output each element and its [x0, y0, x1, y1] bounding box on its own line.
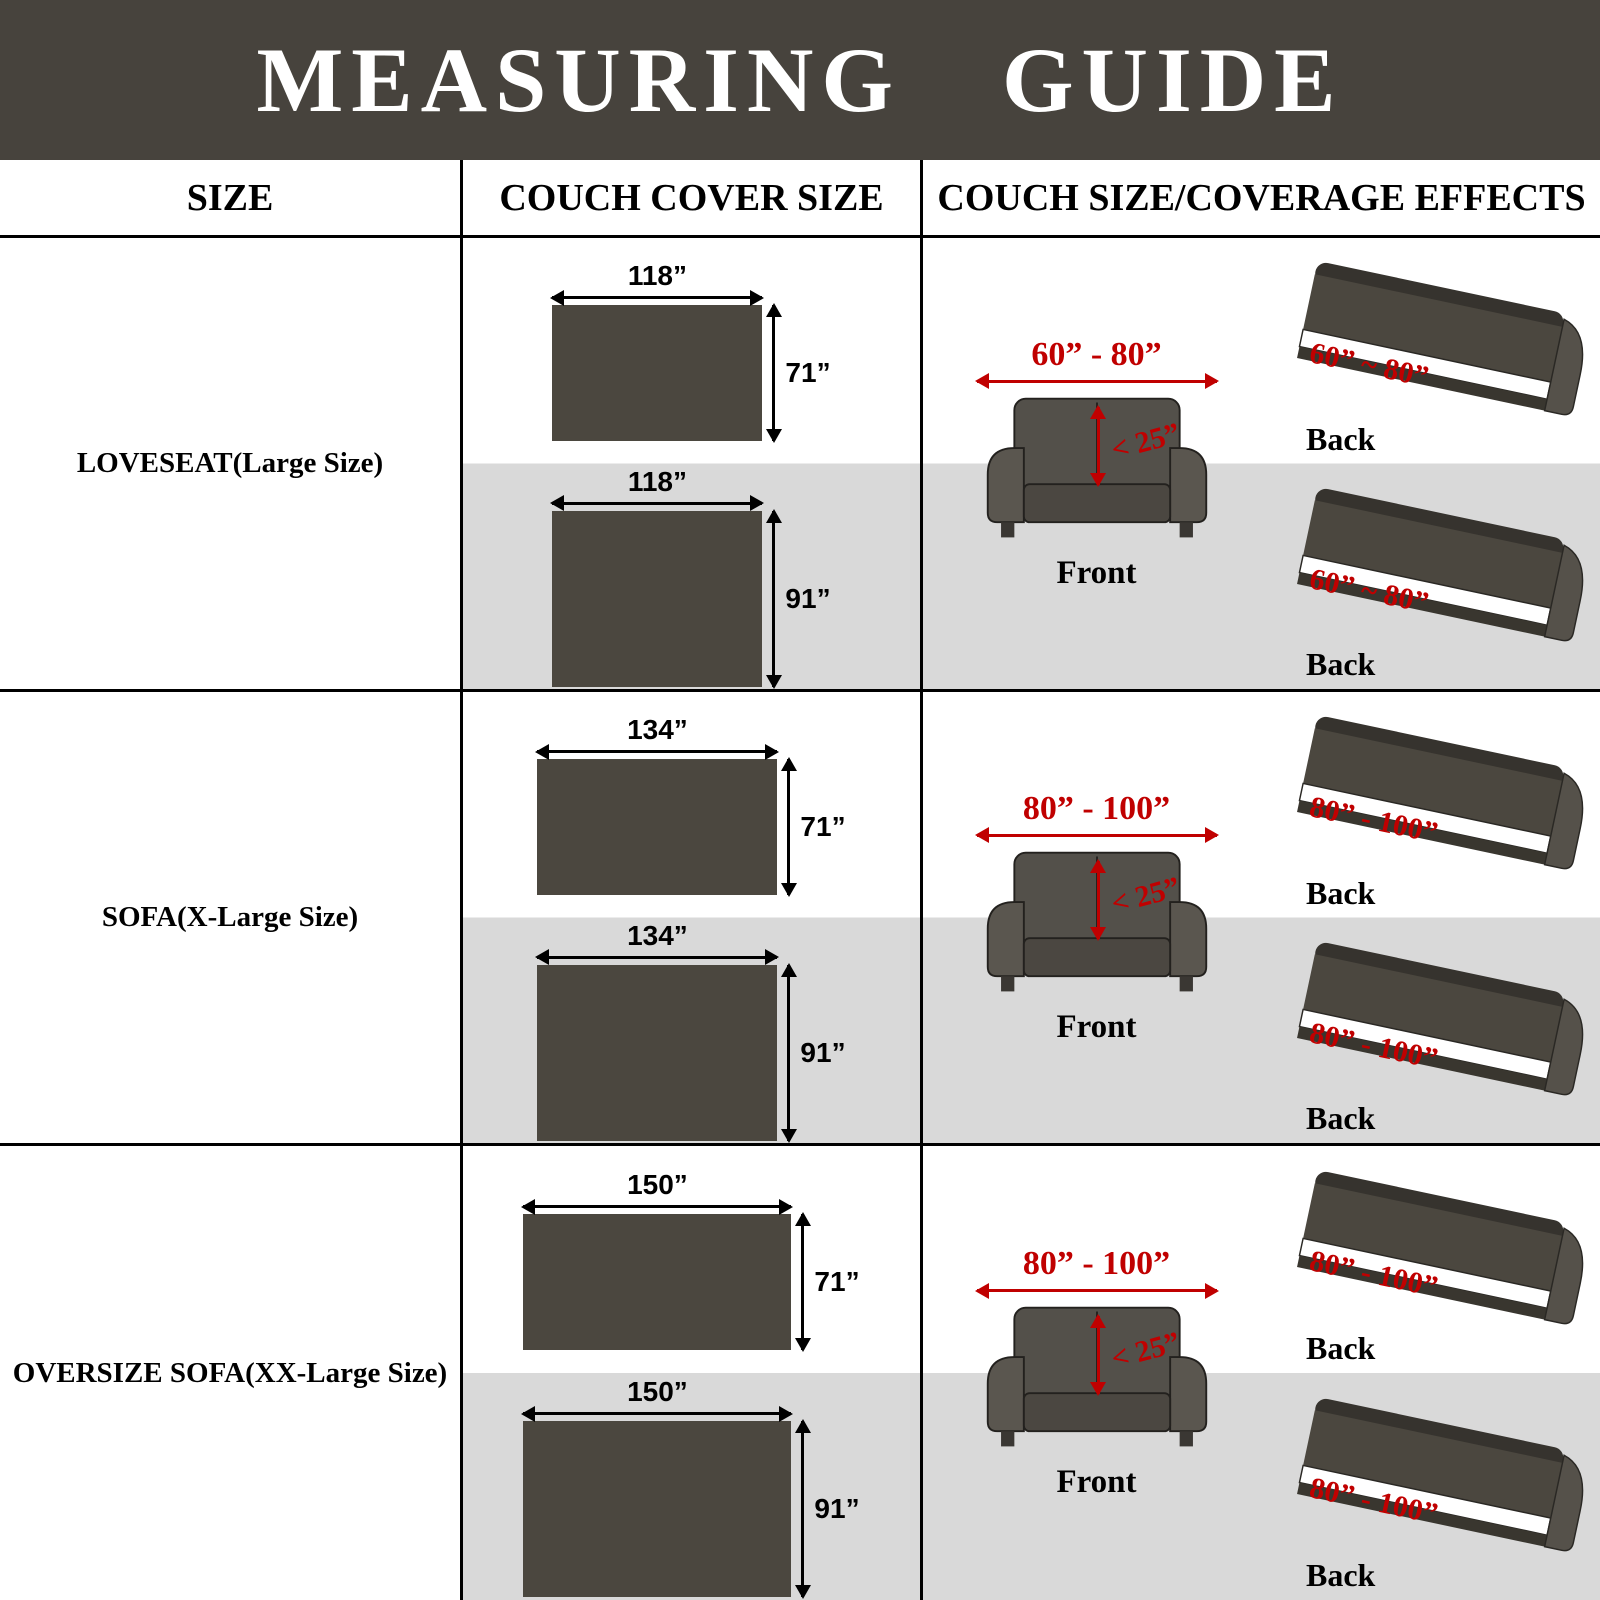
size-cell: OVERSIZE SOFA(XX-Large Size)	[0, 1146, 460, 1600]
width-arrow	[523, 1205, 792, 1208]
cover-height-label: 71”	[785, 357, 831, 389]
height-arrow	[801, 1421, 805, 1597]
back-label: Back	[1306, 420, 1376, 457]
sofa-back-icon	[1297, 717, 1584, 870]
cover-rect	[523, 1214, 792, 1350]
table-header-row: SIZE COUCH COVER SIZE COUCH SIZE/COVERAG…	[0, 160, 1600, 238]
sofa-back-icon	[1297, 942, 1584, 1096]
back-label: Back	[1306, 1330, 1376, 1366]
back-sofa-illustration: 80” - 100” Back	[1270, 1373, 1600, 1600]
cover-diagram: 134” 91”	[537, 919, 846, 1141]
cover-width-label: 134”	[627, 714, 688, 746]
sofa-back-icon	[1297, 488, 1584, 642]
front-range-label: 80” - 100”	[1022, 1245, 1171, 1282]
cover-rect	[552, 305, 763, 442]
sofa-front-icon	[986, 1306, 1207, 1447]
front-range-label: 60” - 80”	[1031, 335, 1162, 373]
table-row-sofa: SOFA(X-Large Size) 134” 71”	[0, 692, 1600, 1146]
size-label: OVERSIZE SOFA(XX-Large Size)	[12, 1356, 448, 1389]
cover-height-label: 71”	[800, 811, 846, 843]
cover-height-label: 91”	[785, 582, 831, 614]
height-arrow	[772, 510, 776, 687]
front-label: Front	[1056, 554, 1137, 591]
width-arrow	[537, 955, 778, 959]
depth-arrow	[1096, 406, 1100, 485]
cover-height-label: 91”	[800, 1036, 846, 1068]
sofa-back-icon	[1297, 263, 1584, 416]
front-sofa-illustration: < 25”	[977, 393, 1217, 545]
height-arrow	[787, 759, 791, 896]
cover-width-label: 134”	[627, 919, 688, 951]
coverage-cell: 80” - 100” < 25” Front	[920, 1146, 1600, 1600]
size-cell: LOVESEAT(Large Size)	[0, 238, 460, 689]
cover-width-label: 150”	[627, 1169, 688, 1200]
column-header-coverage-effects: COUCH SIZE/COVERAGE EFFECTS	[920, 160, 1600, 235]
sofa-front-icon	[986, 397, 1207, 537]
cover-width-label: 150”	[627, 1376, 688, 1407]
height-arrow	[772, 305, 776, 442]
page-title: MEASURING GUIDE	[0, 0, 1600, 160]
front-sofa-illustration: < 25”	[977, 1302, 1217, 1454]
back-sofa-illustration: 80” - 100” Back	[1270, 918, 1600, 1144]
back-label: Back	[1306, 1100, 1376, 1136]
back-sofa-illustration: 60” ~ 80” Back	[1270, 464, 1600, 690]
cover-rect	[523, 1421, 792, 1597]
cover-size-cell: 134” 71” 134”	[460, 692, 920, 1143]
front-range-arrow	[976, 379, 1217, 383]
cover-rect	[537, 759, 778, 896]
width-arrow	[523, 1412, 792, 1415]
coverage-cell: 80” - 100” < 25” Front	[920, 692, 1600, 1143]
front-range-arrow	[976, 833, 1217, 837]
cover-size-cell: 118” 71” 118”	[460, 238, 920, 689]
sofa-back-icon	[1297, 1171, 1584, 1325]
size-cell: SOFA(X-Large Size)	[0, 692, 460, 1143]
table-row-oversize-sofa: OVERSIZE SOFA(XX-Large Size) 150” 71”	[0, 1146, 1600, 1600]
cover-diagram: 150” 91”	[523, 1376, 860, 1597]
back-label: Back	[1306, 1557, 1376, 1593]
table-row-loveseat: LOVESEAT(Large Size) 118” 71”	[0, 238, 1600, 692]
cover-width-label: 118”	[627, 260, 687, 292]
width-arrow	[552, 501, 763, 505]
cover-width-label: 118”	[627, 465, 687, 497]
width-arrow	[537, 750, 778, 754]
cover-diagram: 150” 71”	[523, 1169, 860, 1350]
back-label: Back	[1306, 646, 1376, 682]
back-label: Back	[1306, 874, 1376, 911]
cover-rect	[537, 964, 778, 1141]
front-range-arrow	[976, 1289, 1217, 1292]
cover-height-label: 91”	[814, 1493, 860, 1524]
size-label: SOFA(X-Large Size)	[101, 901, 359, 933]
coverage-cell: 60” - 80” < 25” Front	[920, 238, 1600, 689]
column-header-cover-size: COUCH COVER SIZE	[460, 160, 920, 235]
cover-diagram: 118” 71”	[552, 260, 831, 442]
front-label: Front	[1056, 1464, 1137, 1500]
front-range-label: 80” - 100”	[1022, 789, 1171, 827]
column-header-size: SIZE	[186, 176, 274, 219]
back-sofa-illustration: 80” - 100” Back	[1270, 1146, 1600, 1373]
back-sofa-illustration: 80” - 100” Back	[1270, 692, 1600, 918]
front-sofa-illustration: < 25”	[977, 847, 1217, 999]
cover-height-label: 71”	[814, 1266, 860, 1297]
height-arrow	[801, 1214, 805, 1350]
back-sofa-illustration: 60” ~ 80” Back	[1270, 238, 1600, 464]
cover-diagram: 118” 91”	[552, 465, 831, 687]
sofa-back-icon	[1297, 1398, 1584, 1552]
front-label: Front	[1056, 1008, 1137, 1045]
size-label: LOVESEAT(Large Size)	[76, 447, 384, 479]
depth-arrow	[1096, 860, 1100, 939]
cover-size-cell: 150” 71” 150”	[460, 1146, 920, 1600]
cover-rect	[552, 510, 763, 687]
width-arrow	[552, 296, 763, 300]
height-arrow	[787, 964, 791, 1141]
depth-arrow	[1096, 1316, 1100, 1394]
cover-diagram: 134” 71”	[537, 714, 846, 896]
